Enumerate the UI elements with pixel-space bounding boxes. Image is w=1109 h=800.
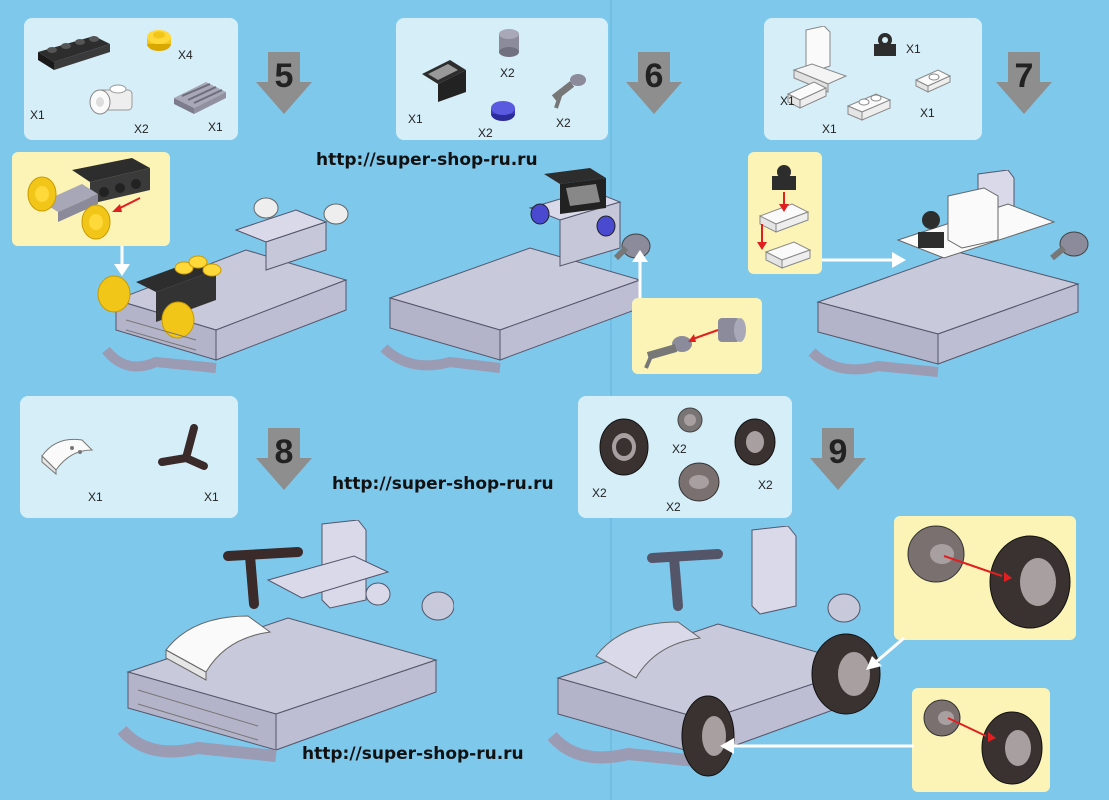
step-9-qty-tire-large: X2 [758,478,773,492]
url-middle: http://super-shop-ru.ru [332,474,554,494]
step-5-number: 5 [256,52,312,114]
down-arrow-icon [626,52,682,114]
step-5-parts-panel: X4 X1 X2 X1 [24,18,238,140]
step-6-qty-round-brick: X2 [500,66,515,80]
grey-wheel-hub-icon [678,462,720,502]
step-5-callout-illustration [27,158,150,240]
black-clip-icon [874,33,896,56]
black-tire-small-icon [599,418,649,476]
step-7-qty-plate: X1 [822,122,837,136]
step-8-number: 8 [256,428,312,490]
step-8-qty-steering-bar: X1 [204,490,219,504]
callout-connector-arrow [720,738,914,754]
step-6-car-assembly [380,168,651,373]
grey-grille-tile-icon [174,82,226,114]
callout-connector-arrow [822,252,906,268]
down-arrow-icon [810,428,866,490]
step-7-qty-seat: X1 [780,94,795,108]
grey-wheel-rim-icon [677,407,703,433]
grey-round-brick-icon [499,29,519,57]
step-5-qty-yellow-plate: X4 [178,48,193,62]
white-curved-slope-icon [41,438,94,476]
step-9-callout-bottom [912,688,1050,792]
yellow-round-plate-icon [147,30,171,51]
white-plate-1x2-icon [846,93,892,121]
white-seat-icon [792,26,848,93]
step-7-callout-illustration [757,165,812,269]
white-jumper-plate-icon [914,69,952,93]
step-5-callout [12,152,170,246]
step-9-callout-top-illustration [907,525,1071,629]
step-5-qty-black-plate: X1 [30,108,45,122]
step-9-parts-panel: X2 X2 X2 X2 [578,396,792,518]
callout-connector-arrow [114,246,130,276]
step-8-car-assembly [118,520,454,762]
step-9-callout-top [894,516,1076,640]
step-9-qty-rim: X2 [672,442,687,456]
step-9-qty-tire-small: X2 [592,486,607,500]
step-7-qty-clip: X1 [906,42,921,56]
step-6-number: 6 [626,52,682,114]
step-8-parts-panel: X1 X1 [20,396,238,518]
step-7-parts-panel: X1 X1 X1 X1 [764,18,982,140]
black-slope-panel-icon [422,60,466,102]
step-8-qty-curved-slope: X1 [88,490,103,504]
url-bottom: http://super-shop-ru.ru [302,744,524,764]
down-arrow-icon [256,428,312,490]
step-6-label: 6 [644,57,664,95]
step-6-qty-blue-plate: X2 [478,126,493,140]
step-5-label: 5 [274,57,294,95]
step-7-callout [748,152,822,274]
white-wheel-hub-icon [89,84,133,115]
step-6-qty-slope-panel: X1 [408,112,423,126]
step-5-car-assembly [97,197,349,373]
white-bracket-icon [786,81,828,109]
grey-exhaust-pipe-icon [551,74,586,109]
down-arrow-icon [256,52,312,114]
step-9-number: 9 [810,428,866,490]
black-tire-large-icon [734,418,776,466]
step-9-label: 9 [828,433,848,471]
black-plate-1x4-icon [38,36,110,70]
callout-connector-arrow [632,250,648,300]
step-7-car-assembly [808,170,1089,377]
step-9-callout-bottom-illustration [923,699,1043,785]
step-8-label: 8 [274,433,294,471]
step-6-parts-panel: X2 X1 X2 X2 [396,18,608,140]
step-6-callout-illustration [644,318,746,369]
step-7-qty-jumper: X1 [920,106,935,120]
step-9-car-assembly [548,526,881,777]
step-6-qty-exhaust: X2 [556,116,571,130]
url-top: http://super-shop-ru.ru [316,150,538,170]
step-5-qty-grille-tile: X1 [208,120,223,134]
step-5-qty-wheel-hub: X2 [134,122,149,136]
black-steering-bar-icon [158,424,208,470]
step-7-label: 7 [1014,57,1034,95]
down-arrow-icon [996,52,1052,114]
blue-round-plate-icon [491,101,515,121]
callout-connector-arrow [866,636,905,670]
step-7-number: 7 [996,52,1052,114]
step-9-qty-hub: X2 [666,500,681,514]
step-6-callout [632,298,762,374]
